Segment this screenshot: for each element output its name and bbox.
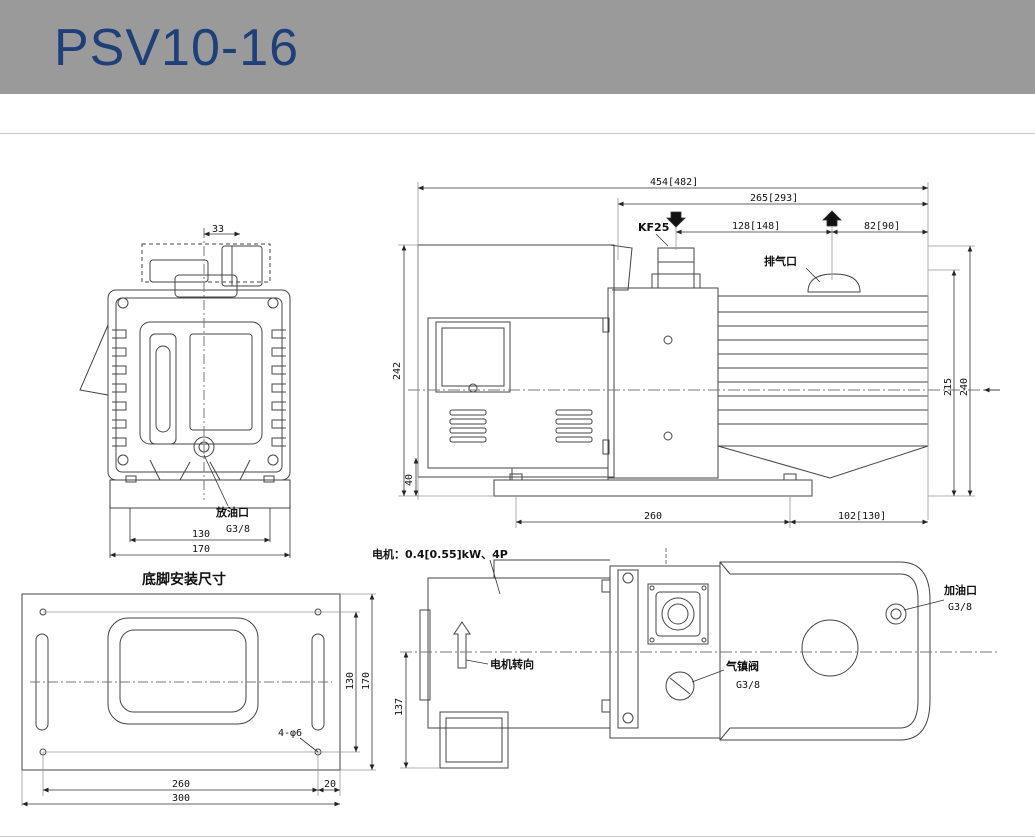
fill-label: 加油口	[943, 583, 977, 597]
front-view	[79, 228, 291, 509]
ballast-label: 气镇阀	[725, 659, 759, 673]
foot-dim-130: 130	[345, 672, 356, 690]
side-dim-82: 82[90]	[864, 221, 900, 232]
side-view-dimensions	[398, 182, 1000, 528]
motor-label: 电机：0.4[0.55]kW、4P	[372, 547, 508, 561]
title-banner: PSV10-16	[0, 0, 1035, 94]
foot-dim-170: 170	[361, 672, 372, 690]
foot-holes: 4-φ6	[278, 728, 302, 739]
top-dim-137: 137	[394, 698, 405, 716]
top-view-dimensions	[400, 559, 945, 769]
foot-dim-260: 260	[172, 779, 190, 790]
side-dim-102: 102[130]	[838, 511, 886, 522]
foot-dim-20: 20	[324, 779, 336, 790]
fill-thread: G3/8	[948, 602, 972, 613]
side-dim-265: 265[293]	[750, 193, 798, 204]
side-dim-128: 128[148]	[732, 221, 780, 232]
front-view-dimensions	[109, 231, 291, 558]
front-dim-130: 130	[192, 529, 210, 540]
rotation-label: 电机转向	[490, 657, 534, 671]
side-dim-454: 454[482]	[650, 177, 698, 188]
ballast-thread: G3/8	[736, 680, 760, 691]
inlet-label: KF25	[638, 221, 669, 234]
exhaust-label: 排气口	[764, 254, 797, 268]
front-dim-170: 170	[192, 544, 210, 555]
page-title: PSV10-16	[54, 19, 300, 77]
divider-bottom	[0, 836, 1035, 837]
drain-thread: G3/8	[226, 524, 250, 535]
front-dim-33: 33	[212, 224, 224, 235]
side-view	[408, 244, 1000, 497]
side-dim-260: 260	[644, 511, 662, 522]
divider-top	[0, 133, 1035, 134]
top-view	[400, 548, 1000, 769]
side-dim-40: 40	[404, 474, 415, 486]
side-dim-240: 240	[959, 378, 970, 396]
side-dim-215: 215	[943, 378, 954, 396]
foot-dim-300: 300	[172, 793, 190, 804]
foot-view	[21, 593, 341, 771]
drain-label: 放油口	[215, 505, 249, 519]
foot-view-title: 底脚安装尺寸	[142, 571, 226, 588]
side-dim-242: 242	[392, 362, 403, 380]
foot-view-dimensions	[21, 593, 376, 807]
